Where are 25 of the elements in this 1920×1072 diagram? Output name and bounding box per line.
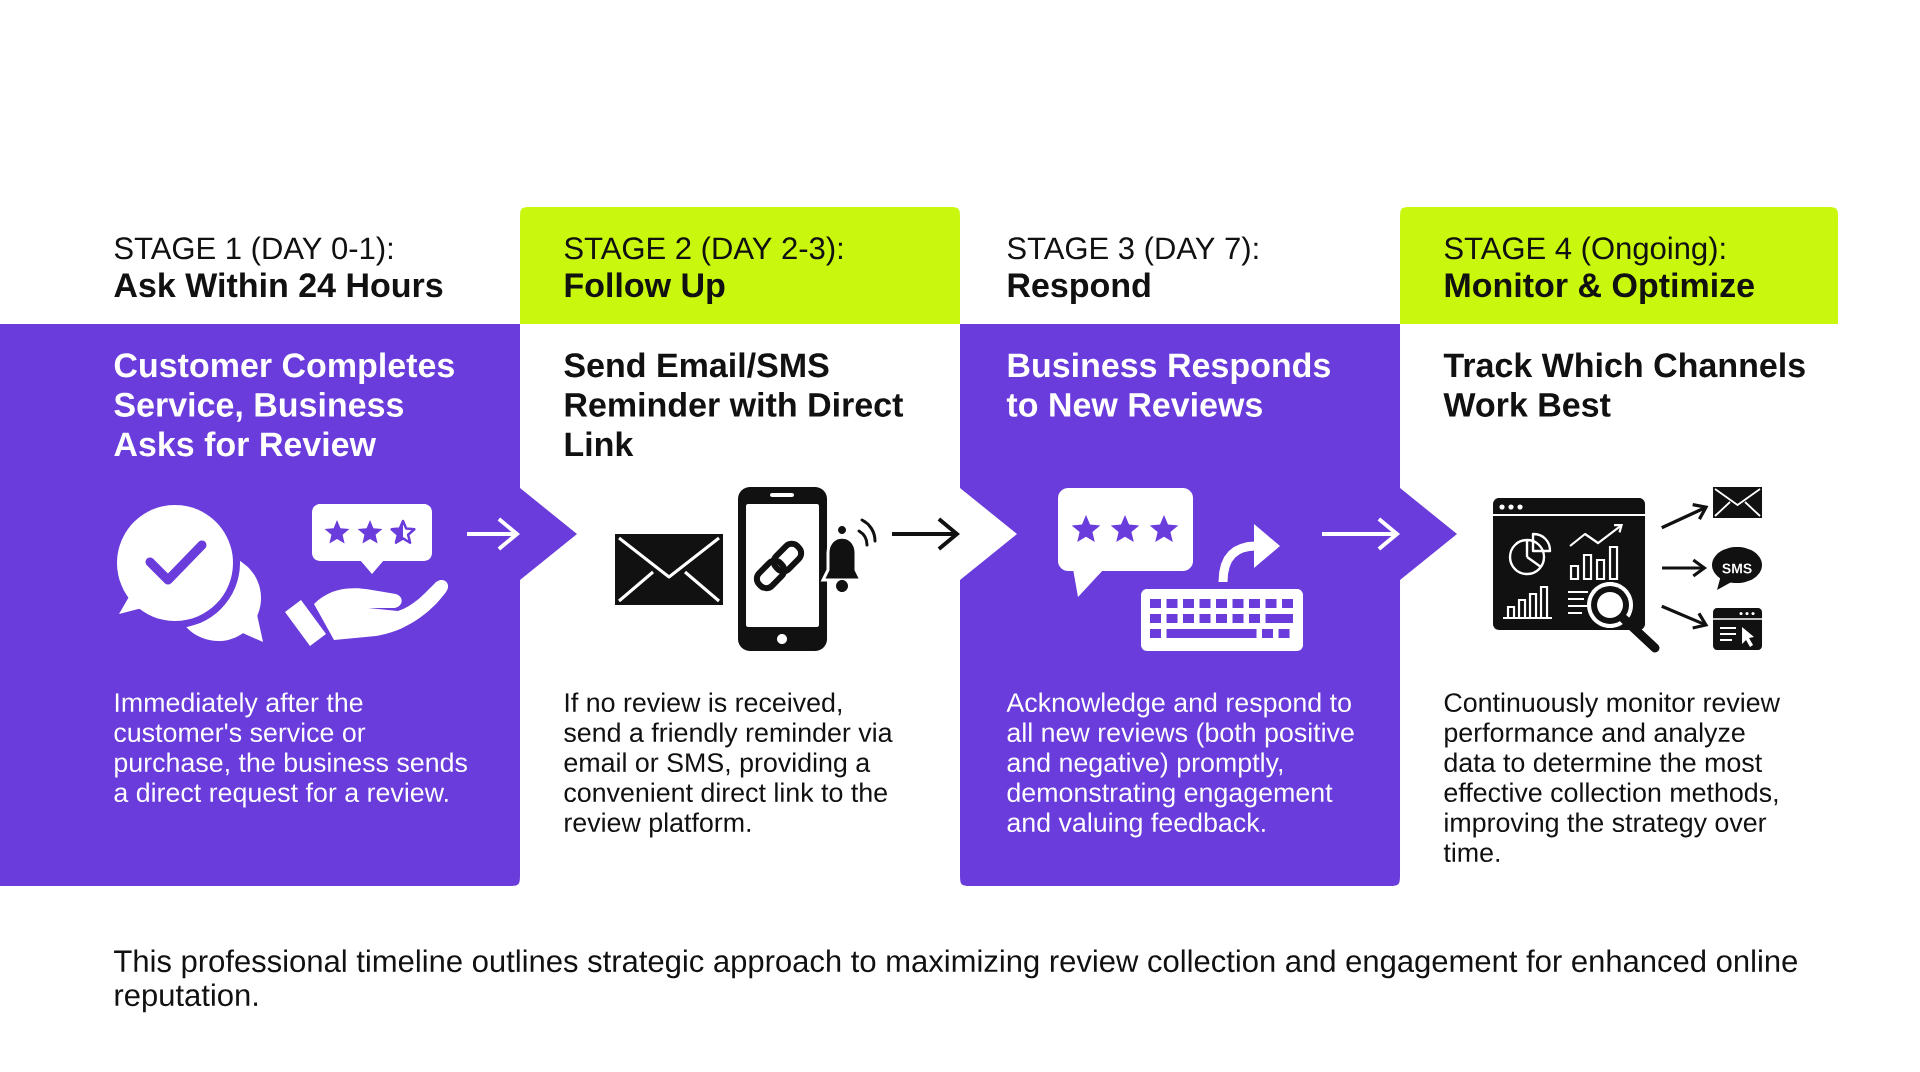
stage-header: STAGE 4 (Ongoing): Monitor & Optimize xyxy=(1400,207,1838,324)
browser-window-icon xyxy=(1712,608,1763,650)
arrow xyxy=(1322,517,1400,551)
arrow xyxy=(1661,503,1709,530)
stage-header: STAGE 2 (DAY 2-3): Follow Up xyxy=(520,207,960,324)
stage-header: STAGE 1 (DAY 0-1): Ask Within 24 Hours xyxy=(114,236,443,298)
caption: This professional timeline outlines strategic approach to maximizing review collection and engagement for enhanced online reputation. xyxy=(114,949,1797,1013)
step-heading: Track Which Channels Work Best xyxy=(1443,352,1805,417)
dashboard-icon xyxy=(1492,498,1660,653)
email-phone-illustration xyxy=(615,487,877,651)
step-description: If no review is received, send a friendly reminder via email or SMS, providing a convenient direct link to the review platform. xyxy=(564,692,893,838)
review-request-illustration xyxy=(117,504,449,646)
step-description: Acknowledge and respond to all new reviews (both positive and negative) promptly, demonstrating engagement and valuing feedback. xyxy=(1006,692,1354,838)
envelope-icon xyxy=(1713,487,1762,518)
arrow xyxy=(892,517,960,551)
stage-header: STAGE 3 (DAY 7): Respond xyxy=(1007,236,1258,305)
arrow xyxy=(1662,558,1708,578)
step-description: Continuously monitor review performance and analyze data to determine the most effective collection methods, improving the strategy over time. xyxy=(1443,692,1781,863)
speech-bubble: SMS xyxy=(1712,547,1762,590)
step-description: Immediately after the customer's service or purchase, the business sends a direct request for a review. xyxy=(114,692,467,808)
step-heading: Business Responds to New Reviews xyxy=(1006,352,1330,417)
review-reply-illustration xyxy=(1058,488,1303,651)
step-heading: Customer Completes Service, Business Asks for Review xyxy=(114,352,454,457)
arrow xyxy=(1661,604,1709,630)
step-heading: Send Email/SMS Reminder with Direct Link xyxy=(564,352,904,457)
